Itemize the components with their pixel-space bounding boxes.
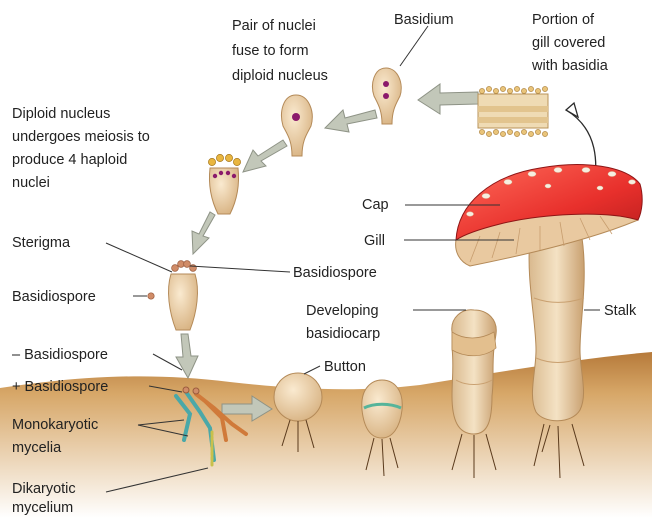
label-monokaryotic-mycelia-line2: mycelia [12,440,62,456]
label-cap: Cap [362,197,389,213]
label-developing-basidiocarp-line2: basidiocarp [306,326,380,342]
label-diploid-meiosis-line1: Diploid nucleus [12,106,110,122]
basidium-with-basidiospores [169,261,198,330]
label-gill: Gill [364,233,385,249]
label-dikaryotic-mycelium-line2: mycelium [12,500,73,516]
label-pair-of-nuclei: Pair of nuclei fuse to form diploid nucl… [232,18,328,84]
label-pair-of-nuclei-line1: Pair of nuclei [232,18,316,34]
label-basidiospore-left: Basidiospore [12,289,96,305]
label-basidium: Basidium [394,12,454,28]
label-plus-basidiospore: + Basidiospore [12,379,108,395]
label-pair-of-nuclei-line2: fuse to form [232,43,309,59]
label-portion-of-gill-line1: Portion of [532,12,595,28]
basidium-four-nuclei [208,154,240,214]
label-portion-of-gill-line3: with basidia [531,58,609,74]
arrow-fusion-to-meiosis [243,140,287,172]
arrow-meiosis-to-sterigma [192,212,215,254]
label-sterigma: Sterigma [12,235,71,251]
label-diploid-meiosis: Diploid nucleus undergoes meiosis to pro… [12,106,154,191]
label-developing-basidiocarp-line1: Developing [306,303,379,319]
label-diploid-meiosis-line2: undergoes meiosis to [12,129,150,145]
gill-portion-illustration [478,86,548,136]
label-basidiospore-right: Basidiospore [293,265,377,281]
loose-basidiospore [148,293,154,299]
label-button: Button [324,359,366,375]
label-developing-basidiocarp: Developing basidiocarp [306,303,383,342]
label-dikaryotic-mycelium-line1: Dikaryotic [12,481,76,497]
label-portion-of-gill: Portion of gill covered with basidia [531,12,609,74]
label-diploid-meiosis-line4: nuclei [12,175,50,191]
arrow-gill-to-basidium [418,84,478,114]
label-monokaryotic-mycelia-line1: Monokaryotic [12,417,98,433]
arrow-cap-to-gill-portion-head [566,103,578,117]
label-portion-of-gill-line2: gill covered [532,35,605,51]
label-diploid-meiosis-line3: produce 4 haploid [12,152,127,168]
arrow-spore-to-soil [176,334,198,378]
label-minus-basidiospore: – Basidiospore [12,347,108,363]
arrow-basidium-to-fusion [325,110,377,132]
label-stalk: Stalk [604,303,637,319]
stalk-illustration [529,238,584,421]
label-pair-of-nuclei-line3: diploid nucleus [232,68,328,84]
